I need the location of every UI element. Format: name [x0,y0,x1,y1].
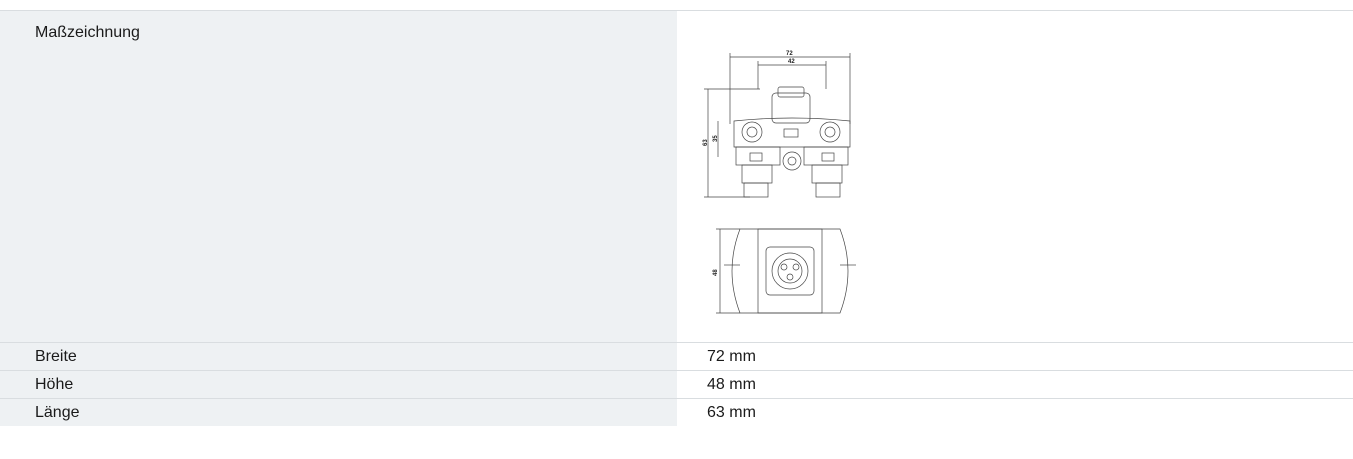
spec-row-laenge: Länge 63 mm [0,398,1353,426]
spec-label: Höhe [0,371,677,398]
dim-width-inner-label: 42 [788,59,795,65]
spec-row-breite: Breite 72 mm [0,342,1353,370]
spec-row-drawing: Maßzeichnung [0,10,1353,342]
spec-label: Länge [0,399,677,426]
spec-value: 63 mm [677,399,1353,426]
dim-height-outer-label: 63 [703,139,709,146]
dim-depth-label: 48 [713,269,719,276]
dimension-drawing: 72 42 63 35 48 [703,51,856,314]
spec-label: Breite [0,343,677,370]
dim-height-inner-label: 35 [713,135,719,142]
spec-row-hoehe: Höhe 48 mm [0,370,1353,398]
spec-value: 48 mm [677,371,1353,398]
spec-label: Maßzeichnung [0,11,677,342]
spec-value-drawing: 72 42 63 35 48 [677,11,1353,342]
dim-width-outer-label: 72 [786,51,793,57]
spec-value: 72 mm [677,343,1353,370]
